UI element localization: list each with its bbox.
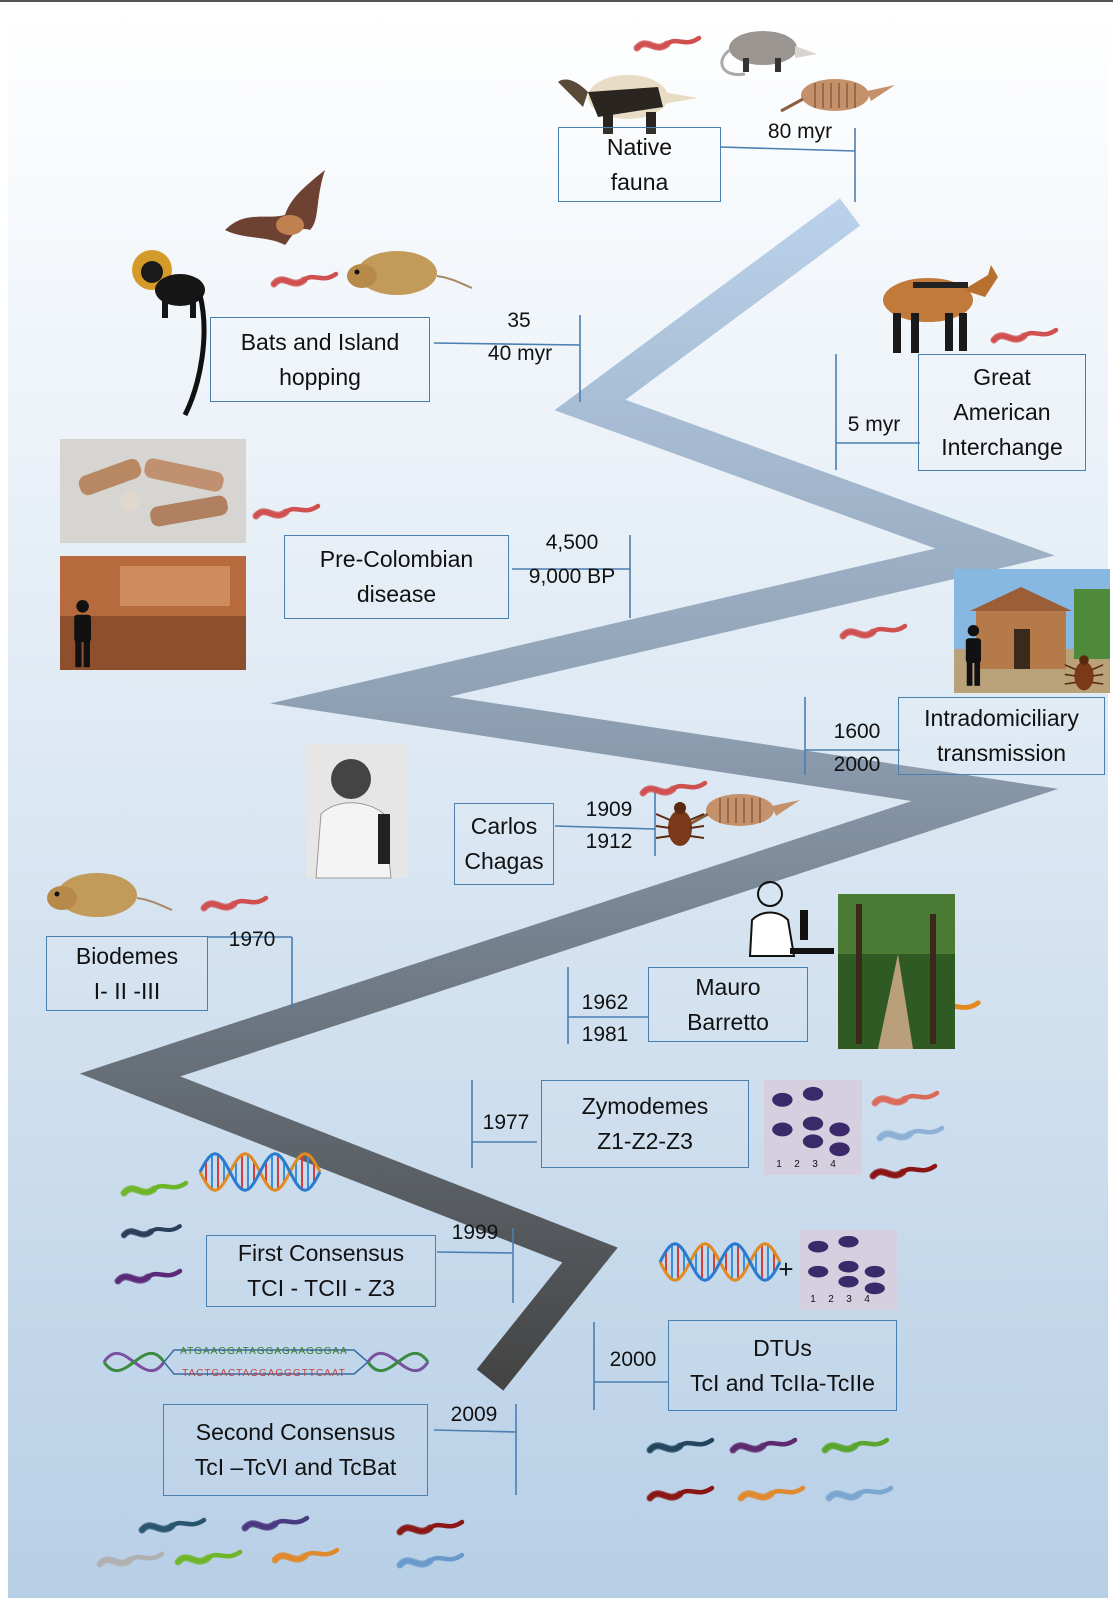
forest-photo bbox=[838, 894, 955, 1049]
gel-lane-1: 1 bbox=[772, 1159, 786, 1171]
gel-lane-4: 4 bbox=[826, 1159, 840, 1171]
first-label-line2: TCI - TCII - Z3 bbox=[247, 1271, 395, 1306]
dna-sequence-top: ATGAAGGATAGGAGAAGGGAA bbox=[178, 1346, 350, 1358]
zymo-event-box: ZymodemesZ1-Z2-Z3 bbox=[541, 1080, 749, 1168]
intra-label-line2: transmission bbox=[937, 736, 1066, 771]
intra-date-1: 1600 bbox=[822, 717, 892, 747]
mauro-date-1: 1962 bbox=[570, 988, 640, 1018]
gai-date-1: 5 myr bbox=[838, 410, 910, 440]
native-date-1: 80 myr bbox=[740, 117, 860, 147]
gel-lane-2: 2 bbox=[790, 1159, 804, 1171]
chagas-event-box: CarlosChagas bbox=[454, 803, 554, 885]
dtu-gel-lane-1: 1 bbox=[806, 1294, 820, 1306]
chagas-label-line2: Chagas bbox=[464, 844, 543, 879]
intra-date-2: 2000 bbox=[822, 750, 892, 780]
bats-date-1: 35 bbox=[474, 306, 564, 336]
precol-date-1: 4,500 bbox=[520, 528, 624, 558]
dtus-label-line2: TcI and TcIIa-TcIIe bbox=[690, 1366, 875, 1401]
biodemes-event-box: BiodemesI- II -III bbox=[46, 936, 208, 1011]
biodemes-label-line2: I- II -III bbox=[94, 974, 160, 1009]
gai-label-line1: Great bbox=[973, 360, 1031, 395]
biodemes-label-line1: Biodemes bbox=[76, 939, 178, 974]
native-label-line2: fauna bbox=[611, 165, 669, 200]
first-label-line1: First Consensus bbox=[238, 1236, 404, 1271]
gai-event-box: GreatAmericanInterchange bbox=[918, 354, 1086, 471]
precol-label-line1: Pre-Colombian bbox=[320, 542, 473, 577]
dtu-gel-lane-3: 3 bbox=[842, 1294, 856, 1306]
bats-label-line2: hopping bbox=[279, 360, 361, 395]
biodemes-date-1: 1970 bbox=[212, 925, 292, 955]
chagas-label-line1: Carlos bbox=[471, 809, 537, 844]
mauro-date-2: 1981 bbox=[570, 1020, 640, 1050]
chagas-date-2: 1912 bbox=[574, 827, 644, 857]
dtu-gel-lane-2: 2 bbox=[824, 1294, 838, 1306]
dtu-gel-lane-4: 4 bbox=[860, 1294, 874, 1306]
second-label-line2: TcI –TcVI and TcBat bbox=[195, 1450, 397, 1485]
first-event-box: First ConsensusTCI - TCII - Z3 bbox=[206, 1235, 436, 1307]
dtus-event-box: DTUsTcI and TcIIa-TcIIe bbox=[668, 1320, 897, 1411]
plus-sign: + bbox=[774, 1254, 798, 1284]
gel-lane-3: 3 bbox=[808, 1159, 822, 1171]
precol-date-2: 9,000 BP bbox=[510, 562, 634, 592]
dtus-label-line1: DTUs bbox=[753, 1331, 812, 1366]
bats-event-box: Bats and Islandhopping bbox=[210, 317, 430, 402]
native-label-line1: Native bbox=[607, 130, 672, 165]
intra-label-line1: Intradomiciliary bbox=[924, 701, 1079, 736]
second-label-line1: Second Consensus bbox=[196, 1415, 395, 1450]
first-date-1: 1999 bbox=[440, 1218, 510, 1248]
dtus-date-1: 2000 bbox=[598, 1345, 668, 1375]
bats-label-line1: Bats and Island bbox=[241, 325, 400, 360]
zymo-label-line2: Z1-Z2-Z3 bbox=[597, 1124, 693, 1159]
gai-label-line2: American bbox=[953, 395, 1050, 430]
second-event-box: Second ConsensusTcI –TcVI and TcBat bbox=[163, 1404, 428, 1496]
mauro-label-line2: Barretto bbox=[687, 1005, 769, 1040]
second-date-1: 2009 bbox=[438, 1400, 510, 1430]
scientist-portrait bbox=[306, 744, 408, 878]
first-connector-line bbox=[437, 1252, 513, 1253]
zymo-label-line1: Zymodemes bbox=[582, 1089, 709, 1124]
precol-event-box: Pre-Colombiandisease bbox=[284, 535, 509, 619]
gai-label-line3: Interchange bbox=[941, 430, 1062, 465]
mauro-event-box: MauroBarretto bbox=[648, 967, 808, 1042]
zymo-date-1: 1977 bbox=[474, 1108, 538, 1138]
mauro-label-line1: Mauro bbox=[695, 970, 760, 1005]
precol-label-line2: disease bbox=[357, 577, 436, 612]
native-event-box: Nativefauna bbox=[558, 127, 721, 202]
intra-event-box: Intradomiciliarytransmission bbox=[898, 697, 1105, 775]
bone-fragments-photo bbox=[60, 439, 246, 543]
bats-date-2: 40 myr bbox=[470, 339, 570, 369]
dna-sequence-bottom: TACTGACTAGGAGGGTTCAAT bbox=[178, 1368, 350, 1380]
chagas-date-1: 1909 bbox=[574, 795, 644, 825]
